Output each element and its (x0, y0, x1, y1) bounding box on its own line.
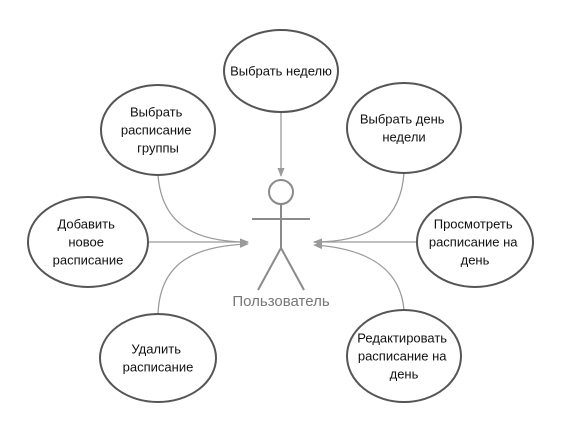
use-case-add-schedule-label: Добавить новое расписание (53, 217, 124, 268)
actor-label: Пользователь (232, 293, 330, 310)
edge-edit-day-schedule (313, 241, 405, 311)
use-case-choose-group-schedule-label: Выбрать расписание группы (121, 105, 195, 156)
use-case-choose-group-schedule-shape (100, 84, 216, 176)
actor-head (268, 179, 294, 205)
use-case-view-day-schedule-shape (416, 196, 534, 288)
use-case-add-schedule[interactable]: Добавить новое расписание (27, 196, 149, 288)
use-case-delete-schedule-shape (99, 313, 217, 403)
use-case-view-day-schedule[interactable]: Просмотреть расписание на день (416, 196, 534, 288)
use-case-edit-day-schedule[interactable]: Редактировать расписание на день (346, 309, 462, 403)
use-case-choose-weekday[interactable]: Выбрать день недели (346, 82, 462, 174)
use-case-choose-weekday-shape (346, 82, 462, 174)
actor-user: Пользователь (232, 179, 330, 310)
actor-right-leg (280, 247, 305, 291)
use-case-choose-week[interactable]: Выбрать неделю (223, 29, 339, 113)
use-case-choose-week-shape (223, 29, 339, 113)
use-case-choose-week-label: Выбрать неделю (230, 64, 332, 79)
use-case-choose-weekday-label: Выбрать день недели (360, 112, 448, 145)
edge-choose-weekday (313, 172, 405, 246)
edge-choose-group-schedule (157, 174, 249, 246)
use-case-edit-day-schedule-shape (346, 309, 462, 403)
use-case-add-schedule-shape (27, 196, 149, 288)
use-case-view-day-schedule-label: Просмотреть расписание на день (429, 217, 521, 268)
use-case-delete-schedule[interactable]: Удалить расписание (99, 313, 217, 403)
edge-delete-schedule (157, 240, 249, 315)
use-case-edit-day-schedule-label: Редактировать расписание на день (357, 331, 450, 382)
actor-left-leg (257, 247, 282, 291)
use-case-choose-group-schedule[interactable]: Выбрать расписание группы (100, 84, 216, 176)
use-case-delete-schedule-label: Удалить расписание (123, 342, 194, 375)
